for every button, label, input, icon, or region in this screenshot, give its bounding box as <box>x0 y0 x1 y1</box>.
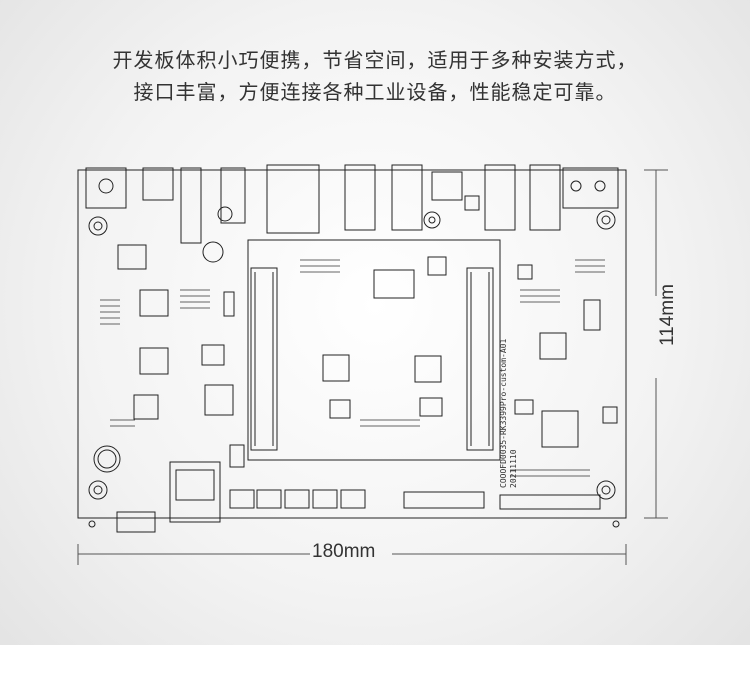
headline-line-2: 接口丰富，方便连接各种工业设备，性能稳定可靠。 <box>133 80 617 104</box>
headline-line-1: 开发板体积小巧便携，节省空间，适用于多种安装方式， <box>112 48 638 72</box>
top-connectors <box>85 164 619 244</box>
component-clusters <box>100 259 605 477</box>
board-outline <box>77 169 627 519</box>
chip-2 <box>414 355 442 383</box>
mounting-holes <box>88 206 620 528</box>
dimension-lines <box>77 169 668 565</box>
bottom-connectors <box>116 461 601 533</box>
silkscreen-part-number: COOOFD0035-RK3399Pro-custom-A01 <box>499 339 508 488</box>
chip-3 <box>427 256 447 276</box>
bottom-band <box>0 645 750 677</box>
chip-5 <box>541 410 579 448</box>
chip-4 <box>539 332 567 360</box>
width-label: 180mm <box>312 541 376 562</box>
height-label: 114mm <box>657 284 678 346</box>
right-board-connector <box>466 267 494 451</box>
chip-1 <box>322 354 350 382</box>
left-board-connector <box>250 267 278 451</box>
core-module <box>247 239 501 461</box>
silkscreen-date: 20211110 <box>509 449 518 488</box>
